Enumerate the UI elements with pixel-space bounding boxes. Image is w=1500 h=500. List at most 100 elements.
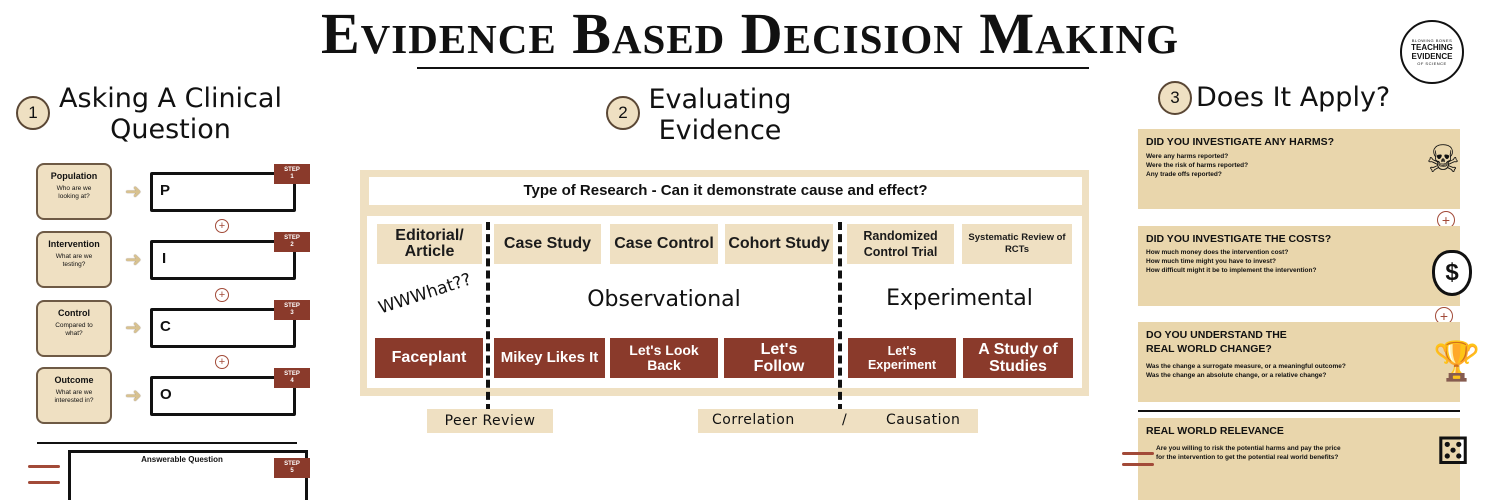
step-word: STEP <box>284 371 300 377</box>
step-number: 2 <box>290 242 294 248</box>
squiggle-mark <box>28 465 60 468</box>
card-line: Was the change an absolute change, or a … <box>1146 372 1327 379</box>
pico-card-population: Population Who are we looking at? <box>36 163 112 220</box>
card-line: for the intervention to get the potentia… <box>1156 454 1339 461</box>
pico-question: Compared to what? <box>55 322 93 337</box>
pico-card-intervention: Intervention What are we testing? <box>36 231 112 288</box>
nickname-a-study-of-studies: A Study of Studies <box>963 338 1073 378</box>
money-bag-icon: $ <box>1432 250 1472 296</box>
plus-circle-icon: + <box>215 219 229 233</box>
step-number: 4 <box>290 378 294 384</box>
section-3-divider <box>1138 410 1460 412</box>
section-2-title-line1: Evaluating <box>648 84 792 115</box>
pico-input-intervention <box>150 240 296 280</box>
peer-review-divider <box>486 222 490 412</box>
step-word: STEP <box>284 461 300 467</box>
pico-letter: O <box>160 386 172 403</box>
nickname-lets-follow: Let's Follow <box>724 338 834 378</box>
card-line: How much money does the intervention cos… <box>1146 249 1289 256</box>
section-1-number: 1 <box>16 96 50 130</box>
nickname-mikey-likes-it: Mikey Likes It <box>494 338 605 378</box>
answerable-question-label: Answerable Question <box>141 455 223 464</box>
research-type-cohort-study: Cohort Study <box>725 224 833 264</box>
section-3-number: 3 <box>1158 81 1192 115</box>
harms-card: DID YOU INVESTIGATE ANY HARMS? Were any … <box>1138 129 1460 209</box>
pico-label: Outcome <box>54 375 94 385</box>
card-line: Any trade offs reported? <box>1146 171 1222 178</box>
research-type-editorial: Editorial/ Article <box>377 224 482 264</box>
dice-icon: ⚄ <box>1436 431 1470 473</box>
squiggle-mark <box>1122 463 1154 466</box>
title-underline <box>417 67 1089 69</box>
pico-input-population <box>150 172 296 212</box>
causation-label: Causation <box>886 412 961 428</box>
logo-ring-bottom: OF SCIENCE <box>1417 61 1447 66</box>
section-1-divider <box>37 442 297 444</box>
section-3-title: Does It Apply? <box>1196 82 1391 113</box>
section-2-title-line2: Evidence <box>658 115 782 146</box>
step-word: STEP <box>284 303 300 309</box>
research-type-rct: Randomized Control Trial <box>847 224 954 264</box>
pico-label: Control <box>58 308 90 318</box>
real-world-change-card: DO YOU UNDERSTAND THE REAL WORLD CHANGE?… <box>1138 322 1460 402</box>
card-line: Was the change a surrogate measure, or a… <box>1146 363 1346 370</box>
pico-letter: P <box>160 182 171 199</box>
pico-input-control <box>150 308 296 348</box>
research-type-systematic-review: Systematic Review of RCTs <box>962 224 1072 264</box>
poison-icon: ☠ <box>1425 139 1461 181</box>
pico-card-outcome: Outcome What are we interested in? <box>36 367 112 424</box>
card-heading: DID YOU INVESTIGATE THE COSTS? <box>1146 233 1332 245</box>
arrow-right-icon: ➜ <box>125 181 142 203</box>
research-type-case-control: Case Control <box>610 224 718 264</box>
arrow-right-icon: ➜ <box>125 317 142 339</box>
trophy-icon: 🏆 <box>1433 341 1481 383</box>
card-line: How much time might you have to invest? <box>1146 258 1277 265</box>
plus-circle-icon: + <box>215 288 229 302</box>
pico-card-control: Control Compared to what? <box>36 300 112 357</box>
peer-review-label: Peer Review <box>427 409 553 433</box>
card-line: How difficult might it be to implement t… <box>1146 267 1317 274</box>
card-heading: REAL WORLD RELEVANCE <box>1146 425 1284 437</box>
experimental-label: Experimental <box>886 286 1033 311</box>
step-number: 5 <box>290 468 294 474</box>
arrow-right-icon: ➜ <box>125 249 142 271</box>
research-type-case-study: Case Study <box>494 224 601 264</box>
correlation-causation-bar <box>698 409 978 433</box>
real-world-relevance-card: REAL WORLD RELEVANCE Are you willing to … <box>1138 418 1460 500</box>
squiggle-mark <box>28 481 60 484</box>
card-line: Were the risk of harms reported? <box>1146 162 1249 169</box>
step-word: STEP <box>284 235 300 241</box>
section-2-title: Evaluating Evidence <box>640 84 800 146</box>
step-number: 3 <box>290 310 294 316</box>
page-title: Evidence Based Decision Making <box>320 1 1180 66</box>
logo-main-text: TEACHING EVIDENCE <box>1411 43 1453 61</box>
card-line: Were any harms reported? <box>1146 153 1229 160</box>
nickname-faceplant: Faceplant <box>375 338 483 378</box>
section-1-title: Asking A Clinical Question <box>48 83 293 145</box>
step-number: 1 <box>290 174 294 180</box>
research-type-header: Type of Research - Can it demonstrate ca… <box>369 177 1082 205</box>
section-2-number: 2 <box>606 96 640 130</box>
nickname-lets-look-back: Let's Look Back <box>610 338 718 378</box>
card-heading-line1: DO YOU UNDERSTAND THE <box>1146 329 1287 341</box>
pico-input-outcome <box>150 376 296 416</box>
causation-divider <box>838 222 842 412</box>
logo-ring-top: BLOWING BONES <box>1411 38 1453 43</box>
squiggle-mark <box>1122 452 1154 455</box>
card-heading-line2: REAL WORLD CHANGE? <box>1146 343 1272 355</box>
step-word: STEP <box>284 167 300 173</box>
arrow-right-icon: ➜ <box>125 385 142 407</box>
section-1-title-line1: Asking A Clinical <box>59 83 282 114</box>
plus-circle-icon: + <box>215 355 229 369</box>
teaching-evidence-logo: BLOWING BONES TEACHING EVIDENCE OF SCIEN… <box>1400 20 1464 84</box>
costs-card: DID YOU INVESTIGATE THE COSTS? How much … <box>1138 226 1460 306</box>
card-heading: DID YOU INVESTIGATE ANY HARMS? <box>1146 136 1335 148</box>
section-1-title-line2: Question <box>110 114 231 145</box>
pico-question: What are we interested in? <box>54 389 94 404</box>
correlation-label: Correlation <box>712 412 795 428</box>
